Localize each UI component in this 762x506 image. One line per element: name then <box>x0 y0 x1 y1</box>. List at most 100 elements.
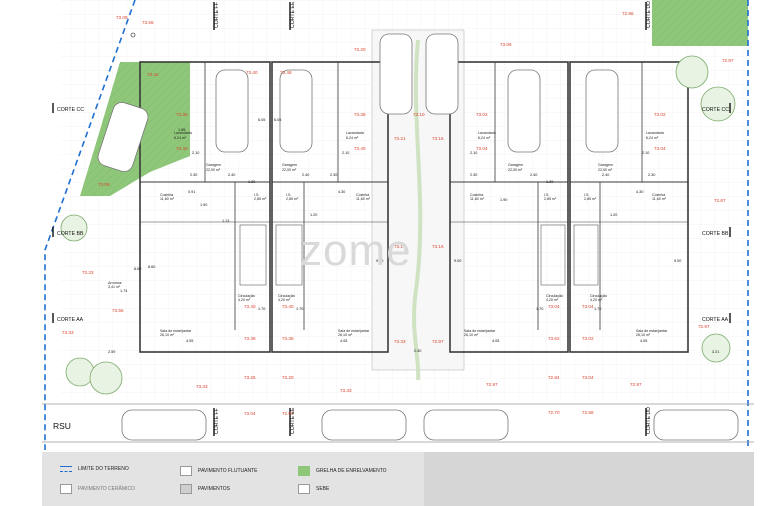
level-tag: 73.04 <box>548 304 560 309</box>
room-label-lavandaria: Lavandaria <box>646 131 664 135</box>
section-label-ff-top: CORTE FF <box>214 2 220 28</box>
legend-swatch-ceramic <box>60 484 72 494</box>
legend-swatch-boundary <box>60 466 72 472</box>
tree-icon <box>60 55 736 395</box>
level-tag: 73.38 <box>176 112 188 117</box>
level-tag: 73.20 <box>354 47 366 52</box>
room-area: 2,85 m² <box>544 197 557 201</box>
car-street <box>121 409 739 441</box>
grass-area-right <box>652 0 748 46</box>
dimension-label: 8.60 <box>134 267 141 271</box>
dimension-label: 3.21 <box>712 350 719 354</box>
room-area: 26,10 m² <box>338 333 353 337</box>
level-tag: 73.38 <box>354 112 366 117</box>
level-tag: 73.42 <box>147 72 159 77</box>
legend-item-pavimentos: PAVIMENTOS <box>180 484 230 494</box>
dimension-label: 0.91 <box>188 190 195 194</box>
room-label-lavandaria: Lavandaria <box>478 131 496 135</box>
legend-item-sebe: SEBE <box>298 484 329 494</box>
room-label-circulacao: Circulação <box>278 294 295 298</box>
room-area: 22,00 m² <box>598 168 613 172</box>
level-tag: 73.20 <box>282 375 294 380</box>
level-tag: 72.84 <box>548 375 560 380</box>
dimension-label: 4.05 <box>186 339 193 343</box>
dimension-label: 1.70 <box>296 307 303 311</box>
level-tag: 73.62 <box>548 336 560 341</box>
room-label-circulacao: Circulação <box>546 294 563 298</box>
dimension-label: 1.20 <box>610 213 617 217</box>
room-area: 11,60 m² <box>356 197 371 201</box>
legend-swatch-grass-grid <box>298 466 310 476</box>
dimension-label: 2.59 <box>108 350 115 354</box>
room-area: 11,60 m² <box>160 197 175 201</box>
section-label-cc-right: CORTE CC <box>702 107 729 113</box>
room-label-ws: I.S. <box>584 193 589 197</box>
level-tag: 72.97 <box>630 382 642 387</box>
level-tag: 72.67 <box>714 198 726 203</box>
section-label-ee-top: CORTE EE <box>290 1 296 28</box>
room-area: 26,10 m² <box>636 333 651 337</box>
level-tag: 72.68 <box>582 410 594 415</box>
level-tag: 72.97 <box>432 339 444 344</box>
room-label-lavandaria: Lavandaria <box>346 131 364 135</box>
level-tag: 73.10 <box>413 112 425 117</box>
dimension-label: 6.05 <box>274 118 281 122</box>
section-label-ff-bottom: CORTE FF <box>214 408 220 434</box>
level-tag: 73.21 <box>394 136 406 141</box>
dimension-label: 4.30 <box>338 190 345 194</box>
level-tag: 72.97 <box>722 58 734 63</box>
dimension-label: 9.00 <box>674 259 681 263</box>
room-area: 26,10 m² <box>464 333 479 337</box>
dimension-label: 2.10 <box>642 151 649 155</box>
section-label-cc-left: CORTE CC <box>57 107 84 113</box>
legend-item-pavimento-ceramico: PAVIMENTO CERÂMICO <box>60 484 135 494</box>
level-tag: 73.06 <box>500 42 512 47</box>
room-area: 2,85 m² <box>254 197 267 201</box>
dimension-label: 2.30 <box>190 173 197 177</box>
level-tag: 73.25 <box>244 375 256 380</box>
legend-label: PAVIMENTO CERÂMICO <box>78 486 135 492</box>
legend-swatch-pavements <box>180 484 192 494</box>
level-tag: 72.67 <box>282 411 294 416</box>
car-garage <box>97 33 619 173</box>
rsu-label: RSU <box>53 421 71 431</box>
dimension-label: 9.00 <box>454 259 461 263</box>
dimension-label: 1.70 <box>536 307 543 311</box>
room-area: 4,20 m² <box>278 298 291 302</box>
level-tag: 73.35 <box>282 336 294 341</box>
level-tag: 72.70 <box>548 410 560 415</box>
level-tag: 73.04 <box>582 304 594 309</box>
floor-plan: CORTE CC CORTE BB CORTE AA CORTE CC CORT… <box>42 0 754 452</box>
section-label-ee-bottom: CORTE EE <box>290 407 296 434</box>
level-tag: 73.38 <box>244 336 256 341</box>
level-tag: 73.40 <box>246 70 258 75</box>
room-area: 6,24 m² <box>174 136 187 140</box>
level-tag: 73.33 <box>62 330 74 335</box>
room-label-lavandaria: Lavandaria <box>174 131 192 135</box>
level-tag: 73.02 <box>654 112 666 117</box>
dimension-label: 1.70 <box>594 307 601 311</box>
level-tag: 73.48 <box>280 70 292 75</box>
room-label-ws: I.S. <box>286 193 291 197</box>
level-tag: 72.97 <box>698 324 710 329</box>
dimension-label: 2.30 <box>648 173 655 177</box>
dimension-label: 2.30 <box>330 173 337 177</box>
room-label-garagem: Garagem <box>508 163 523 167</box>
level-tag: 73.04 <box>244 411 256 416</box>
room-label-ws: I.S. <box>254 193 259 197</box>
level-tag: 73.02 <box>476 112 488 117</box>
legend-label: LIMITE DO TERRENO <box>78 466 129 472</box>
dimension-label: 1.20 <box>546 180 553 184</box>
room-area: 4,20 m² <box>590 298 603 302</box>
room-label-cozinha: Cozinha <box>160 193 173 197</box>
north-arrow-icon <box>130 32 136 38</box>
level-tag: 73.16 <box>432 244 444 249</box>
dimension-label: 1.90 <box>200 203 207 207</box>
room-label-cozinha: Cozinha <box>652 193 665 197</box>
room-label-circulacao: Circulação <box>590 294 607 298</box>
level-tag: 73.15 <box>432 136 444 141</box>
section-label-bb-right: CORTE BB <box>702 231 729 237</box>
level-tag: 73.33 <box>340 388 352 393</box>
room-area: 22,00 m² <box>282 168 297 172</box>
level-tag: 73.04 <box>476 146 488 151</box>
